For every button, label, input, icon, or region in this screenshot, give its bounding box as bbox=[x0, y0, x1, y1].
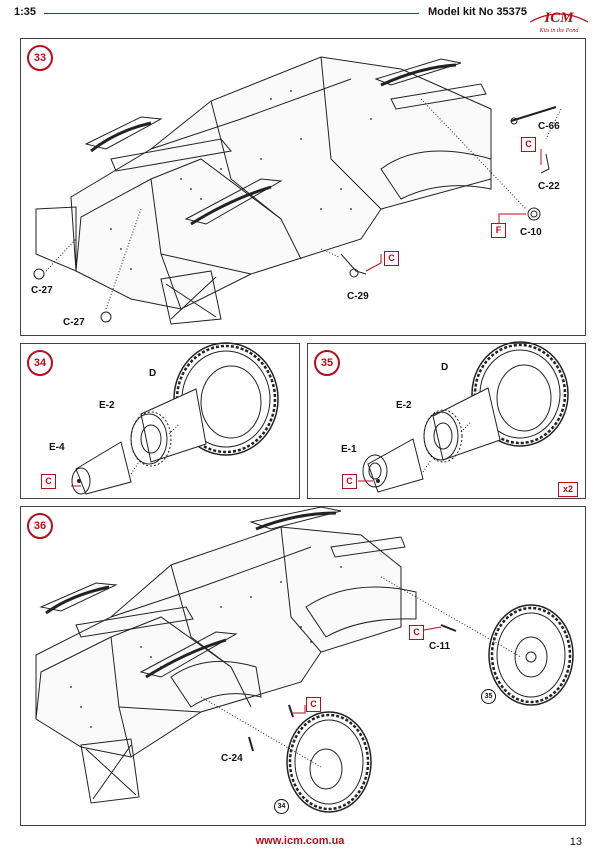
scale-label: 1:35 bbox=[14, 6, 37, 18]
step-number-33: 33 bbox=[27, 45, 53, 71]
step-36-chassis-drawing bbox=[35, 506, 574, 813]
part-label-e2: E-2 bbox=[99, 400, 115, 411]
step-number-36: 36 bbox=[27, 513, 53, 539]
part-label-c27-right: C-27 bbox=[63, 317, 85, 328]
material-code-c: C bbox=[306, 697, 321, 712]
part-label-e1: E-1 bbox=[341, 444, 357, 455]
part-label-e2: E-2 bbox=[396, 400, 412, 411]
step-34-panel: 34 D E-2 E-4 C bbox=[20, 342, 300, 499]
step-35-panel: 35 D E-2 E-1 C x2 bbox=[307, 341, 586, 499]
step-36-panel: 36 bbox=[20, 506, 586, 826]
website-link[interactable]: www.icm.com.ua bbox=[255, 835, 345, 847]
icm-logo: ICM Kits in the Pond bbox=[528, 2, 590, 36]
step-33-chassis-drawing bbox=[33, 56, 562, 325]
page-number: 13 bbox=[569, 836, 582, 848]
step-number-34: 34 bbox=[27, 350, 53, 376]
step-33-panel: 33 bbox=[20, 38, 586, 336]
part-label-c24: C-24 bbox=[221, 753, 243, 764]
part-label-e4: E-4 bbox=[49, 442, 65, 453]
material-code-c: C bbox=[342, 474, 357, 489]
step-number-35: 35 bbox=[314, 350, 340, 376]
part-label-c22: C-22 bbox=[538, 181, 560, 192]
svg-text:ICM: ICM bbox=[543, 10, 574, 26]
step-ref-34: 34 bbox=[274, 799, 289, 814]
svg-text:Kits in the Pond: Kits in the Pond bbox=[539, 28, 580, 34]
part-label-c11: C-11 bbox=[429, 641, 451, 652]
header-rule bbox=[44, 13, 419, 14]
model-kit-label: Model kit No 35375 bbox=[428, 6, 528, 18]
part-label-d: D bbox=[441, 362, 449, 373]
material-code-c: C bbox=[384, 251, 399, 266]
multiplier-badge: x2 bbox=[558, 482, 578, 497]
material-code-c: C bbox=[521, 137, 536, 152]
part-label-d: D bbox=[149, 368, 157, 379]
step-34-wheel-drawing bbox=[71, 342, 279, 495]
material-code-c: C bbox=[41, 474, 56, 489]
material-code-c: C bbox=[409, 625, 424, 640]
material-code-f: F bbox=[491, 223, 506, 238]
part-label-c66: C-66 bbox=[538, 121, 560, 132]
step-35-wheel-drawing bbox=[358, 341, 569, 493]
part-label-c29: C-29 bbox=[347, 291, 369, 302]
part-label-c27-left: C-27 bbox=[31, 285, 53, 296]
part-label-c10: C-10 bbox=[520, 227, 542, 238]
step-ref-35: 35 bbox=[481, 689, 496, 704]
